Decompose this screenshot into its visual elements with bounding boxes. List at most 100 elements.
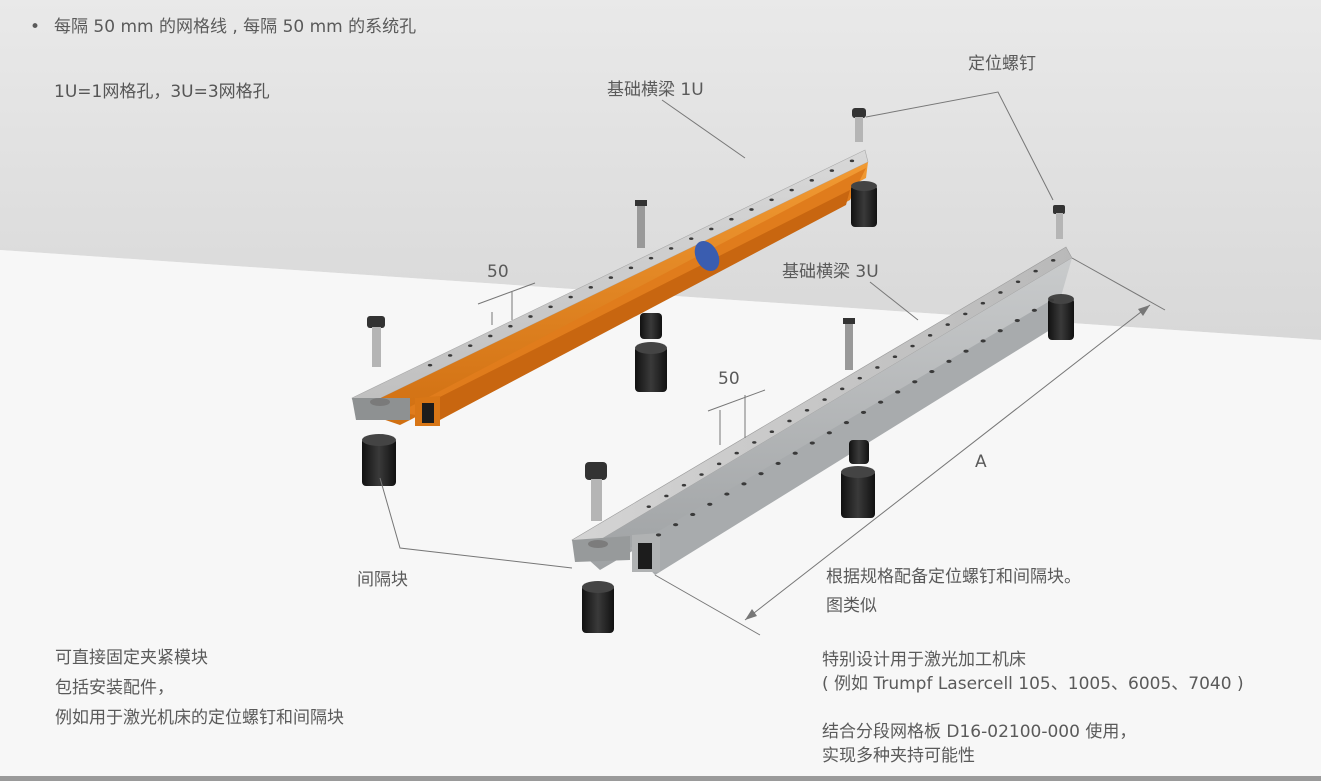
grid-hole bbox=[648, 256, 654, 260]
note-accessories: 包括安装配件， bbox=[55, 678, 174, 698]
grid-hole bbox=[689, 237, 694, 241]
grid-units-note: 1U=1网格孔，3U=3网格孔 bbox=[54, 82, 270, 102]
grid-hole bbox=[664, 494, 669, 498]
grid-hole bbox=[729, 217, 734, 221]
grid-hole bbox=[875, 366, 880, 369]
side-hole bbox=[707, 502, 713, 506]
grid-hole bbox=[963, 312, 968, 316]
side-hole bbox=[1031, 308, 1037, 312]
beam-3u bbox=[571, 246, 1073, 575]
leader-lines bbox=[379, 91, 1166, 636]
grid-hole bbox=[849, 159, 855, 163]
side-hole bbox=[792, 451, 798, 455]
side-hole bbox=[929, 370, 935, 374]
grid-hole bbox=[709, 227, 714, 231]
grid-hole bbox=[427, 363, 433, 367]
label-dim-50-b: 50 bbox=[718, 369, 740, 389]
background-grey bbox=[0, 0, 1321, 340]
label-dim-a: A bbox=[975, 452, 987, 472]
side-hole bbox=[912, 380, 918, 384]
grid-hole bbox=[716, 462, 722, 466]
grid-hole bbox=[927, 333, 933, 337]
grid-hole bbox=[1051, 259, 1056, 262]
screw-2 bbox=[635, 200, 647, 248]
note-grid-plate: 结合分段网格板 D16-02100-000 使用， bbox=[822, 722, 1137, 742]
note-laser: 特别设计用于激光加工机床 bbox=[822, 650, 1026, 670]
grid-hole bbox=[734, 451, 739, 455]
grid-hole bbox=[508, 324, 513, 328]
side-hole bbox=[690, 512, 696, 517]
grid-hole bbox=[568, 295, 573, 299]
side-hole bbox=[963, 349, 969, 353]
grid-hole bbox=[857, 376, 862, 380]
side-hole bbox=[809, 441, 815, 445]
side-hole bbox=[826, 431, 832, 435]
grid-hole bbox=[488, 334, 493, 338]
screw-6 bbox=[585, 462, 607, 521]
side-hole bbox=[655, 533, 662, 537]
grid-hole bbox=[628, 266, 634, 270]
grid-spacing-note: 每隔 50 mm 的网格线 , 每隔 50 mm 的系统孔 bbox=[54, 17, 417, 37]
grid-hole bbox=[769, 198, 774, 202]
grid-hole bbox=[668, 247, 674, 250]
grid-hole bbox=[809, 178, 814, 182]
side-hole bbox=[843, 421, 850, 425]
grid-hole bbox=[787, 419, 792, 423]
grid-hole bbox=[840, 387, 845, 391]
grid-hole bbox=[769, 430, 775, 434]
grid-hole bbox=[752, 441, 757, 444]
grid-hole bbox=[749, 208, 754, 211]
screw-3 bbox=[852, 108, 866, 142]
side-hole bbox=[758, 472, 764, 476]
grid-hole bbox=[829, 169, 835, 172]
grid-hole bbox=[945, 323, 950, 326]
grid-hole bbox=[588, 285, 593, 289]
label-beam-1u: 基础横梁 1U bbox=[607, 80, 704, 100]
grid-hole bbox=[980, 301, 986, 305]
side-hole bbox=[673, 523, 679, 527]
dim-arrows bbox=[745, 305, 1150, 620]
note-accessories-example: 例如用于激光机床的定位螺钉和间隔块 bbox=[55, 708, 344, 728]
grid-hole bbox=[447, 354, 453, 357]
side-hole bbox=[1048, 298, 1055, 302]
screw-4 bbox=[1053, 205, 1065, 239]
label-spacer: 间隔块 bbox=[357, 570, 408, 590]
side-hole bbox=[860, 410, 867, 414]
note-clamping: 实现多种夹持可能性 bbox=[822, 746, 975, 766]
spacers bbox=[362, 181, 1074, 633]
note-similar: 图类似 bbox=[826, 596, 877, 616]
side-hole bbox=[1014, 318, 1020, 323]
screw-1 bbox=[367, 316, 385, 367]
side-hole bbox=[741, 482, 747, 486]
side-hole bbox=[724, 492, 730, 496]
grid-hole bbox=[548, 305, 553, 309]
bullet: • bbox=[30, 17, 41, 37]
side-hole bbox=[878, 400, 884, 404]
label-dim-50-a: 50 bbox=[487, 262, 509, 282]
grid-hole bbox=[528, 315, 533, 318]
side-hole bbox=[980, 339, 986, 343]
grid-hole bbox=[1015, 280, 1021, 284]
grid-hole bbox=[608, 276, 614, 279]
grid-hole bbox=[822, 398, 827, 401]
grid-hole bbox=[804, 408, 810, 412]
grid-hole bbox=[1033, 269, 1038, 273]
beam-1u bbox=[351, 149, 869, 426]
grid-hole bbox=[468, 344, 473, 348]
grid-hole bbox=[892, 355, 898, 359]
screw-5 bbox=[843, 318, 855, 370]
grid-hole bbox=[910, 344, 915, 348]
grid-hole bbox=[789, 188, 794, 192]
grid-hole bbox=[699, 473, 704, 476]
note-direct-clamp: 可直接固定夹紧模块 bbox=[55, 648, 208, 668]
bottom-divider bbox=[0, 776, 1321, 781]
side-hole bbox=[895, 390, 901, 394]
grid-hole bbox=[681, 483, 687, 487]
label-locating-screw: 定位螺钉 bbox=[968, 54, 1036, 74]
note-laser-examples: ( 例如 Trumpf Lasercell 105、1005、6005、7040… bbox=[822, 674, 1244, 694]
grid-hole bbox=[646, 505, 651, 508]
note-delivery: 根据规格配备定位螺钉和间隔块。 bbox=[826, 567, 1081, 587]
label-beam-3u: 基础横梁 3U bbox=[782, 262, 879, 282]
side-hole bbox=[997, 329, 1003, 333]
